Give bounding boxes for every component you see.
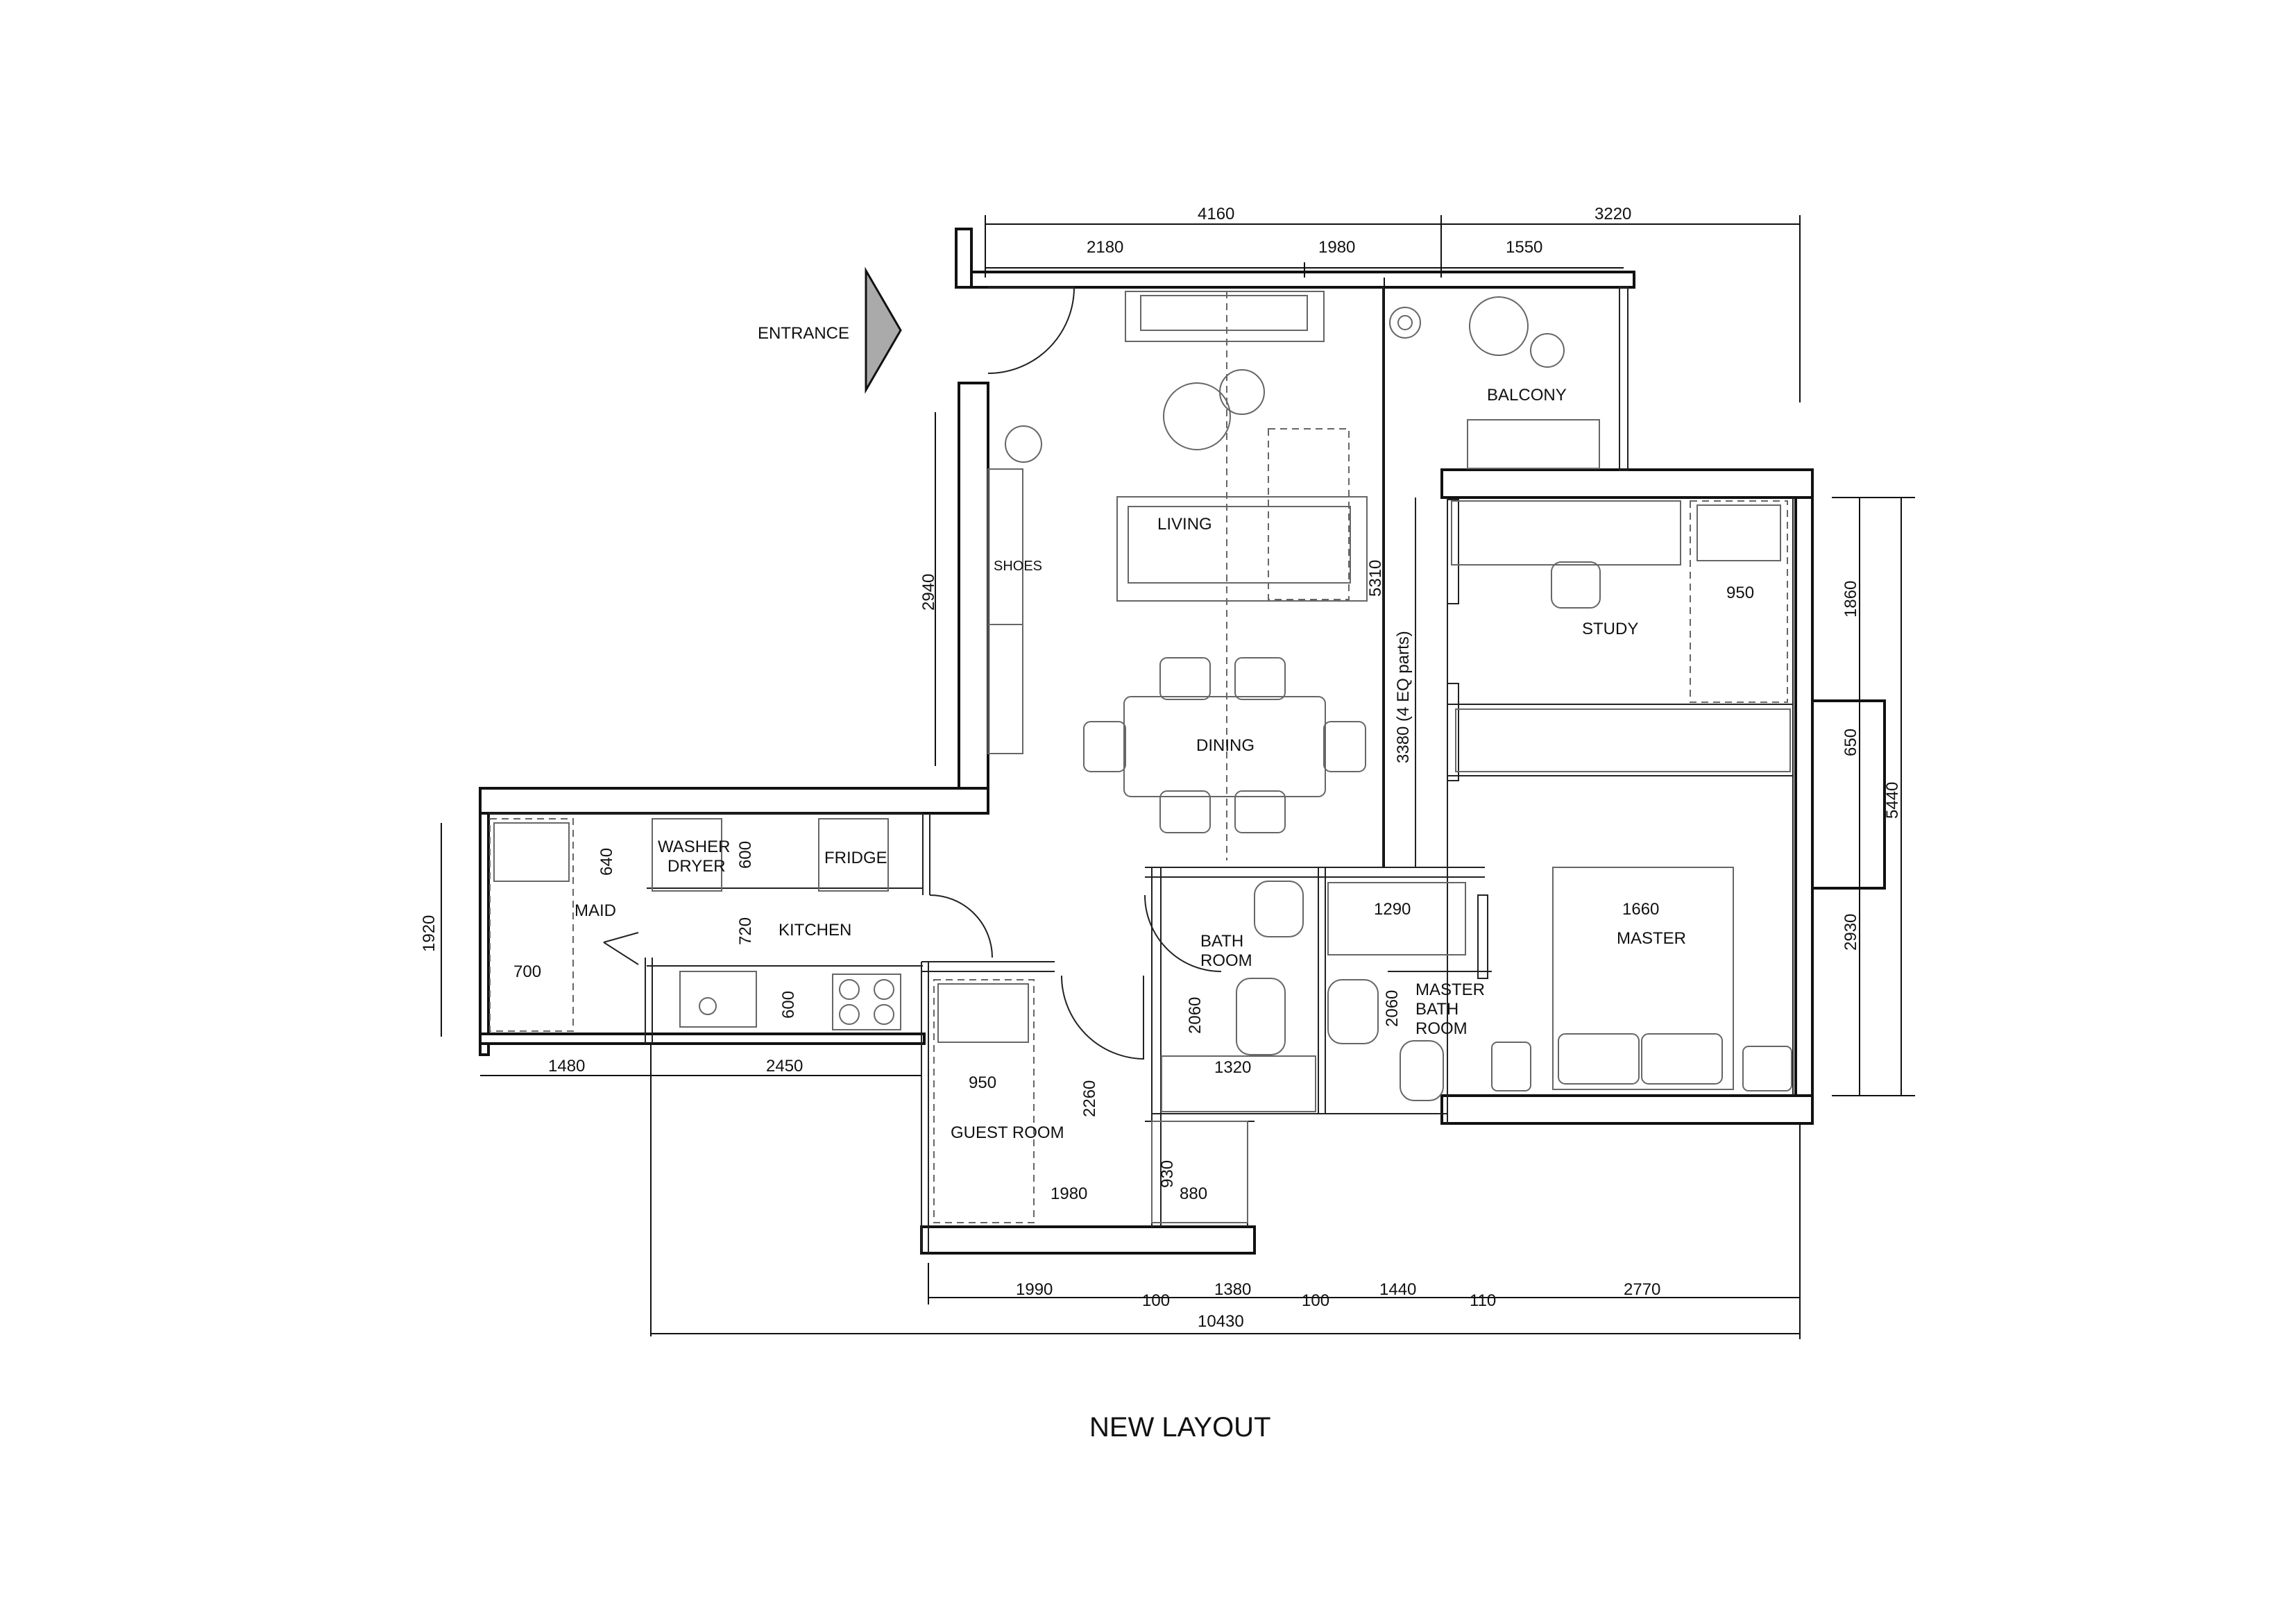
dim-b-2770: 2770 [1624, 1280, 1660, 1299]
dim-bottom-2450: 2450 [766, 1057, 803, 1076]
dim-guest-2260: 2260 [1080, 1080, 1099, 1117]
study-label: STUDY [1582, 620, 1638, 638]
dim-mid-5310: 5310 [1366, 560, 1385, 597]
dim-right-5440: 5440 [1883, 782, 1902, 819]
dim-b-100b: 100 [1302, 1291, 1329, 1310]
dim-right-1860: 1860 [1842, 581, 1860, 618]
fridge-label: FRIDGE [824, 849, 887, 867]
dim-kitchen-600b: 600 [779, 991, 798, 1019]
dim-b-1380: 1380 [1214, 1280, 1251, 1299]
dining-chairs [1083, 657, 1366, 833]
dim-study-950: 950 [1726, 584, 1754, 602]
dim-master-1660: 1660 [1622, 900, 1659, 919]
maid-label: MAID [575, 901, 616, 920]
walls [479, 228, 1886, 1255]
dim-top-1550: 1550 [1506, 238, 1542, 257]
dim-b-100a: 100 [1142, 1291, 1170, 1310]
dim-mid-3380: 3380 (4 EQ parts) [1394, 631, 1413, 763]
bath-label-2: ROOM [1200, 951, 1252, 970]
dim-store-930: 930 [1158, 1160, 1177, 1188]
dim-bottom-1480: 1480 [548, 1057, 585, 1076]
dim-guest-950: 950 [969, 1073, 996, 1092]
dim-bath-1320: 1320 [1214, 1058, 1251, 1077]
washer-label-2: DRYER [667, 857, 726, 876]
dim-mbath-2060: 2060 [1383, 990, 1402, 1027]
dim-total-10430: 10430 [1198, 1312, 1244, 1331]
dim-kitchen-600a: 600 [736, 841, 755, 869]
dim-b-1440: 1440 [1379, 1280, 1416, 1299]
dim-maid-700: 700 [513, 962, 541, 981]
dining-label: DINING [1196, 736, 1255, 755]
dim-guest-1980: 1980 [1051, 1184, 1087, 1203]
doors [603, 287, 1492, 1060]
dim-top-1980: 1980 [1318, 238, 1355, 257]
entrance-arrow-icon [865, 266, 902, 394]
dim-b-1990: 1990 [1016, 1280, 1053, 1299]
washer-label-1: WASHER [658, 838, 730, 856]
drawing-title: NEW LAYOUT [1089, 1412, 1271, 1443]
dimension-labels: 4160 3220 2180 1980 1550 2940 5310 3380 … [420, 205, 1902, 1331]
dim-top-2180: 2180 [1087, 238, 1123, 257]
guest-room-label: GUEST ROOM [951, 1123, 1064, 1142]
entrance-label: ENTRANCE [758, 324, 849, 343]
dim-store-880: 880 [1180, 1184, 1207, 1203]
dim-b-110: 110 [1470, 1291, 1496, 1310]
room-labels: ENTRANCE BALCONY LIVING DINING SHOES STU… [575, 324, 1686, 1142]
dim-right-650: 650 [1842, 729, 1860, 756]
dim-left-2940: 2940 [919, 574, 938, 611]
dim-maid-1920: 1920 [420, 915, 439, 952]
shoes-label: SHOES [994, 559, 1042, 574]
dim-top-3220: 3220 [1595, 205, 1631, 223]
master-label: MASTER [1617, 929, 1686, 948]
dim-top-4160: 4160 [1198, 205, 1234, 223]
dim-right-2930: 2930 [1842, 914, 1860, 951]
furniture [489, 291, 1792, 1223]
dim-kitchen-720: 720 [736, 917, 755, 945]
kitchen-label: KITCHEN [779, 921, 851, 940]
living-label: LIVING [1157, 515, 1212, 534]
dim-kitchen-640: 640 [597, 848, 616, 876]
dim-mbath-1290: 1290 [1374, 900, 1411, 919]
master-bath-label-2: BATH [1415, 1000, 1459, 1019]
dim-bath-2060: 2060 [1186, 997, 1205, 1034]
balcony-label: BALCONY [1487, 386, 1567, 405]
master-bath-label-1: MASTER [1415, 980, 1485, 999]
master-bath-label-3: ROOM [1415, 1019, 1468, 1038]
bath-label-1: BATH [1200, 932, 1243, 951]
dimension-lines [441, 215, 1915, 1339]
